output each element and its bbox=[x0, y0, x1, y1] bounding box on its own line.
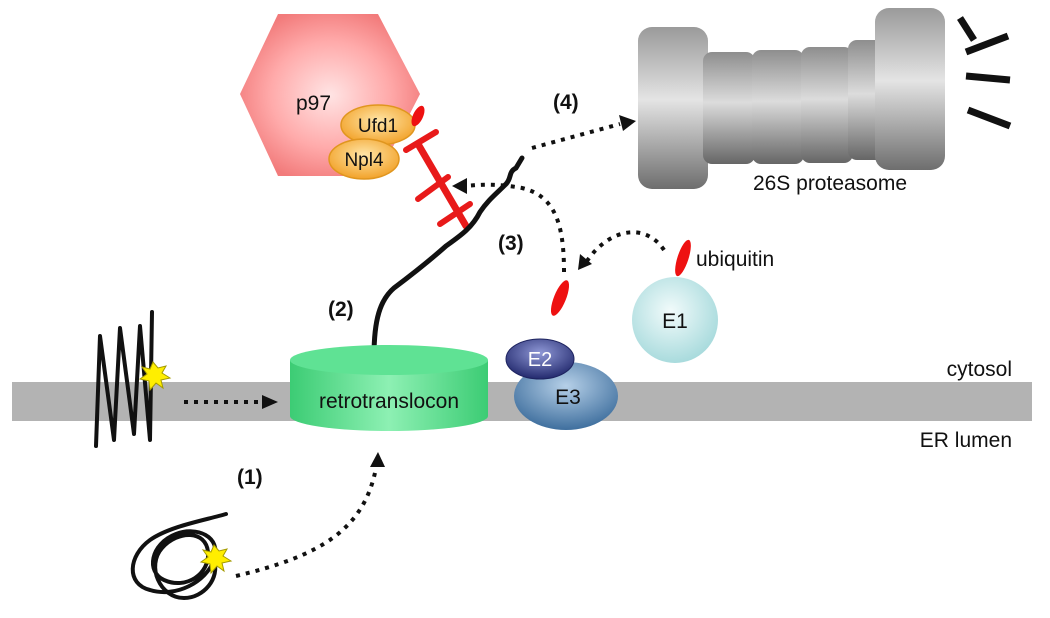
ubiquitin-chain-unit bbox=[437, 201, 473, 227]
proteasome-ring bbox=[703, 52, 755, 164]
ubiquitin-label: ubiquitin bbox=[696, 248, 774, 271]
proteasome-label: 26S proteasome bbox=[753, 172, 907, 195]
polyubiquitin-chain bbox=[403, 105, 473, 230]
er-lumen-label: ER lumen bbox=[920, 429, 1012, 452]
e3-label: E3 bbox=[555, 386, 581, 409]
e2-enzyme bbox=[505, 338, 575, 380]
e1-label: E1 bbox=[662, 310, 688, 333]
misfold-mark-icon bbox=[199, 544, 233, 575]
npl4-subunit bbox=[328, 138, 400, 180]
arrowhead-icon bbox=[619, 115, 636, 131]
substrate-chain bbox=[371, 155, 525, 359]
arrowhead-icon bbox=[370, 452, 385, 467]
misfold-mark-icon bbox=[138, 361, 172, 392]
ubiquitin-on-e1 bbox=[675, 239, 691, 277]
proteasome-cap-right bbox=[875, 8, 945, 170]
retrotranslocon: retrotranslocon bbox=[290, 345, 488, 431]
arrowhead-icon bbox=[578, 254, 592, 270]
step-2-label: (2) bbox=[328, 298, 354, 321]
arrow-e1-to-e2 bbox=[584, 230, 666, 264]
proteasome-cap-left bbox=[638, 27, 708, 189]
arrowhead-icon bbox=[262, 395, 278, 409]
proteasome-26s: 26S proteasome bbox=[638, 8, 1012, 195]
misfolded-luminal-protein bbox=[130, 512, 233, 601]
proteasome-ring bbox=[801, 47, 853, 163]
cytosol-label: cytosol bbox=[947, 358, 1012, 381]
e1-enzyme: E1 ubiquitin bbox=[632, 239, 774, 363]
proteasome-ring bbox=[752, 50, 804, 164]
step-4-label: (4) bbox=[553, 91, 579, 114]
e2-label: E2 bbox=[528, 349, 552, 371]
activity-marks bbox=[957, 16, 1012, 130]
ubiquitin-chain-unit bbox=[411, 105, 425, 127]
step-1-label: (1) bbox=[237, 466, 263, 489]
ufd1-label: Ufd1 bbox=[358, 116, 398, 137]
ubiquitin-chain-unit bbox=[403, 129, 439, 153]
arrow-substrate-to-proteasome bbox=[531, 122, 621, 150]
p97-complex: p97 Ufd1 Npl4 bbox=[240, 14, 420, 180]
ubiquitin-on-e2 bbox=[550, 280, 570, 316]
step-3-label: (3) bbox=[498, 232, 524, 255]
arrow-e2-to-substrate bbox=[465, 182, 566, 273]
npl4-label: Npl4 bbox=[344, 150, 384, 171]
misfolded-membrane-protein bbox=[94, 310, 172, 448]
ubiquitin-chain-unit bbox=[415, 174, 451, 202]
arrowhead-icon bbox=[452, 178, 467, 194]
p97-label: p97 bbox=[296, 92, 331, 115]
retrotranslocon-label: retrotranslocon bbox=[319, 390, 459, 413]
e2-e3-complex: E3 E2 bbox=[505, 280, 618, 430]
